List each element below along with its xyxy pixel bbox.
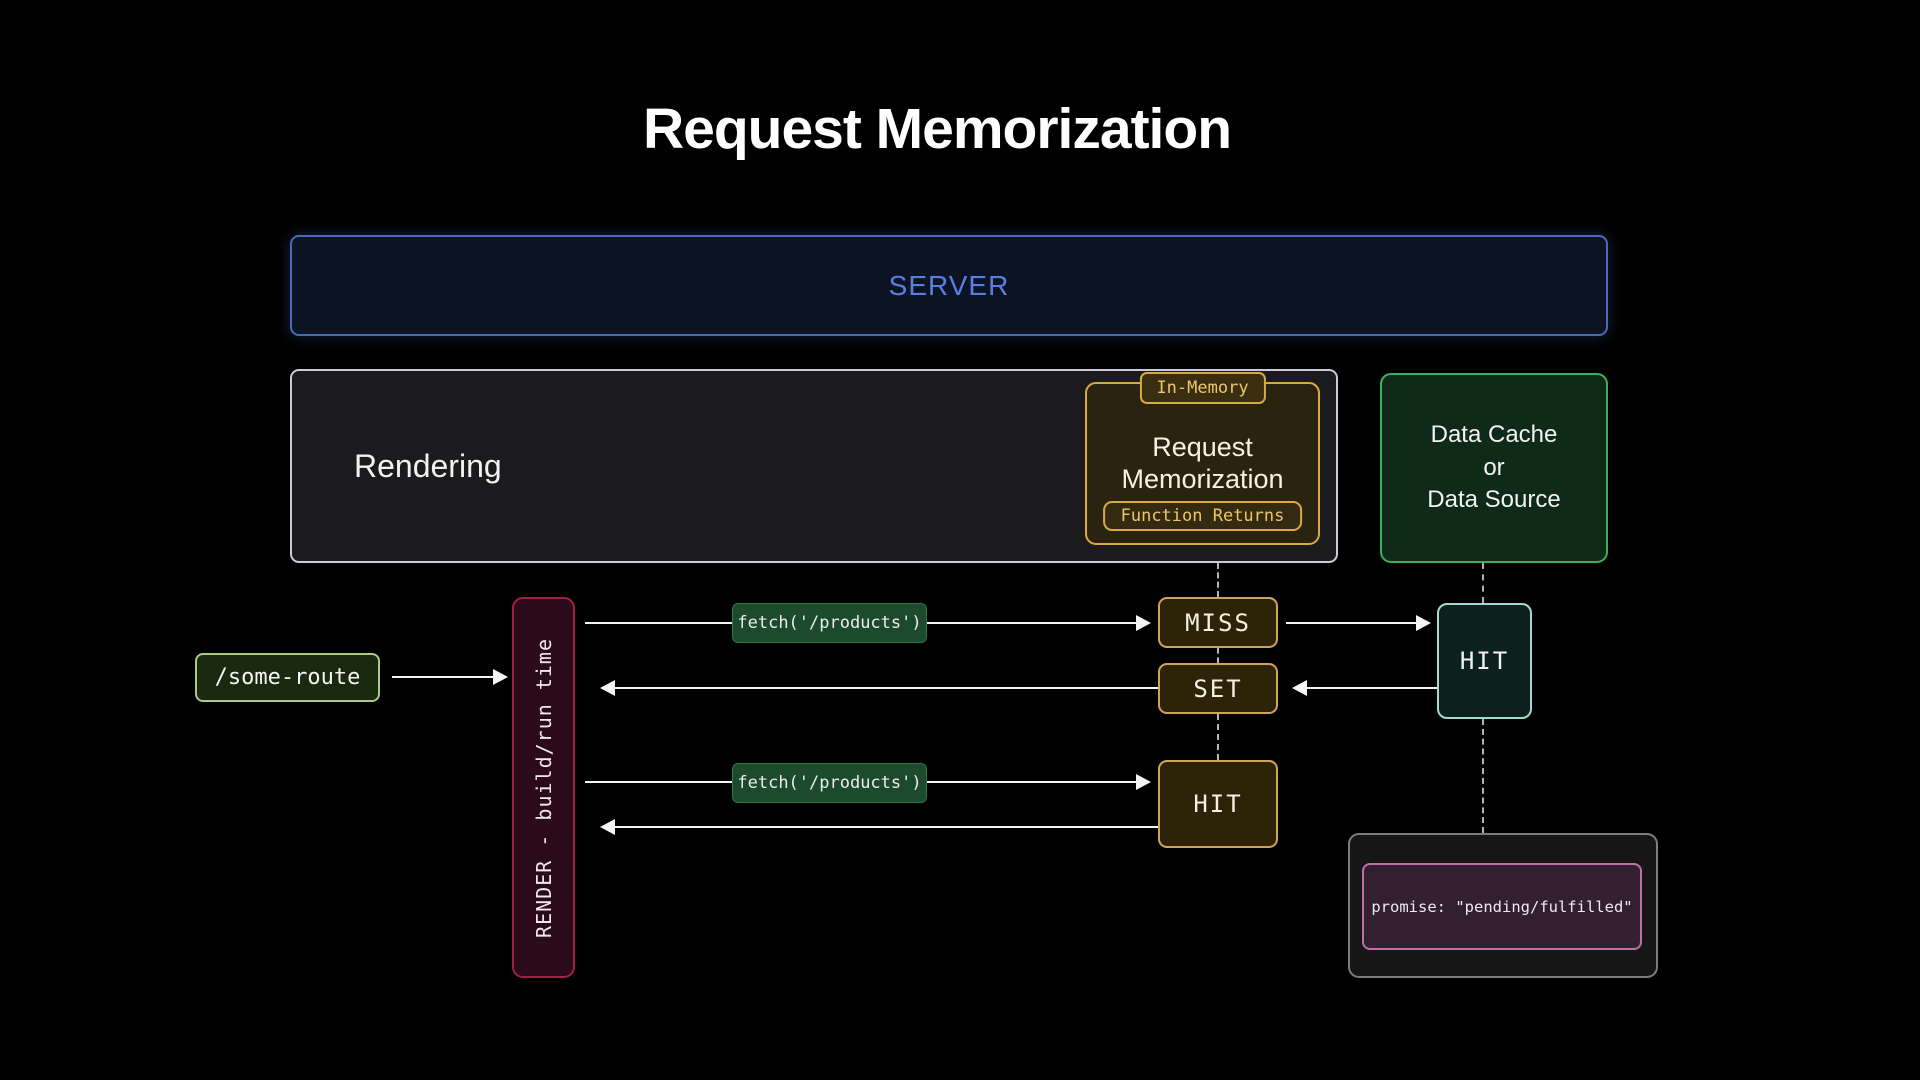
server-box: SERVER bbox=[290, 235, 1608, 336]
promise-box: promise: "pending/fulfilled" bbox=[1362, 863, 1642, 950]
fetch-call-first-label: fetch('/products') bbox=[737, 613, 922, 633]
arrow-route-to-render bbox=[392, 669, 508, 685]
data-cache-line2: or bbox=[1483, 453, 1505, 481]
hit-label: HIT bbox=[1193, 790, 1243, 818]
set-label: SET bbox=[1193, 674, 1243, 703]
miss-box: MISS bbox=[1158, 597, 1278, 648]
fetch-call-second-label: fetch('/products') bbox=[737, 773, 922, 793]
cache-hit-box: HIT bbox=[1437, 603, 1532, 719]
rendering-label: Rendering bbox=[354, 447, 502, 484]
set-box: SET bbox=[1158, 663, 1278, 714]
dash-hit-to-promise bbox=[1482, 719, 1484, 833]
render-bar-label: RENDER - build/run time bbox=[531, 637, 556, 938]
dash-set-to-hit bbox=[1217, 714, 1219, 760]
fetch-call-first: fetch('/products') bbox=[732, 603, 927, 643]
dash-miss-to-set bbox=[1217, 648, 1219, 663]
data-cache-line1: Data Cache bbox=[1430, 421, 1558, 449]
route-label: /some-route bbox=[214, 665, 361, 690]
arrow-miss-to-cache-hit bbox=[1286, 615, 1431, 631]
fetch-call-second: fetch('/products') bbox=[732, 763, 927, 803]
dash-datacache-to-hit bbox=[1482, 563, 1484, 603]
data-cache-line3: Data Source bbox=[1427, 486, 1561, 514]
miss-label: MISS bbox=[1185, 608, 1251, 637]
request-memorization-box: In-Memory Request Memorization Function … bbox=[1085, 372, 1320, 545]
route-box: /some-route bbox=[195, 653, 380, 702]
data-cache-box: Data Cache or Data Source bbox=[1380, 373, 1608, 563]
page-title: Request Memorization bbox=[642, 97, 1232, 161]
function-returns-badge: Function Returns bbox=[1102, 501, 1303, 531]
cache-hit-label: HIT bbox=[1459, 647, 1510, 675]
arrow-cache-hit-to-set bbox=[1292, 680, 1437, 696]
arrow-hit-to-render bbox=[600, 819, 1158, 835]
arrow-set-to-render bbox=[600, 680, 1158, 696]
in-memory-tag: In-Memory bbox=[1139, 372, 1266, 404]
server-label: SERVER bbox=[888, 269, 1010, 301]
hit-box: HIT bbox=[1158, 760, 1278, 848]
promise-container: promise: "pending/fulfilled" bbox=[1348, 833, 1658, 978]
request-memorization-title: Request Memorization bbox=[1121, 432, 1284, 494]
promise-label: promise: "pending/fulfilled" bbox=[1371, 897, 1633, 916]
dash-memoization-to-miss bbox=[1217, 563, 1219, 597]
render-bar: RENDER - build/run time bbox=[512, 597, 575, 978]
